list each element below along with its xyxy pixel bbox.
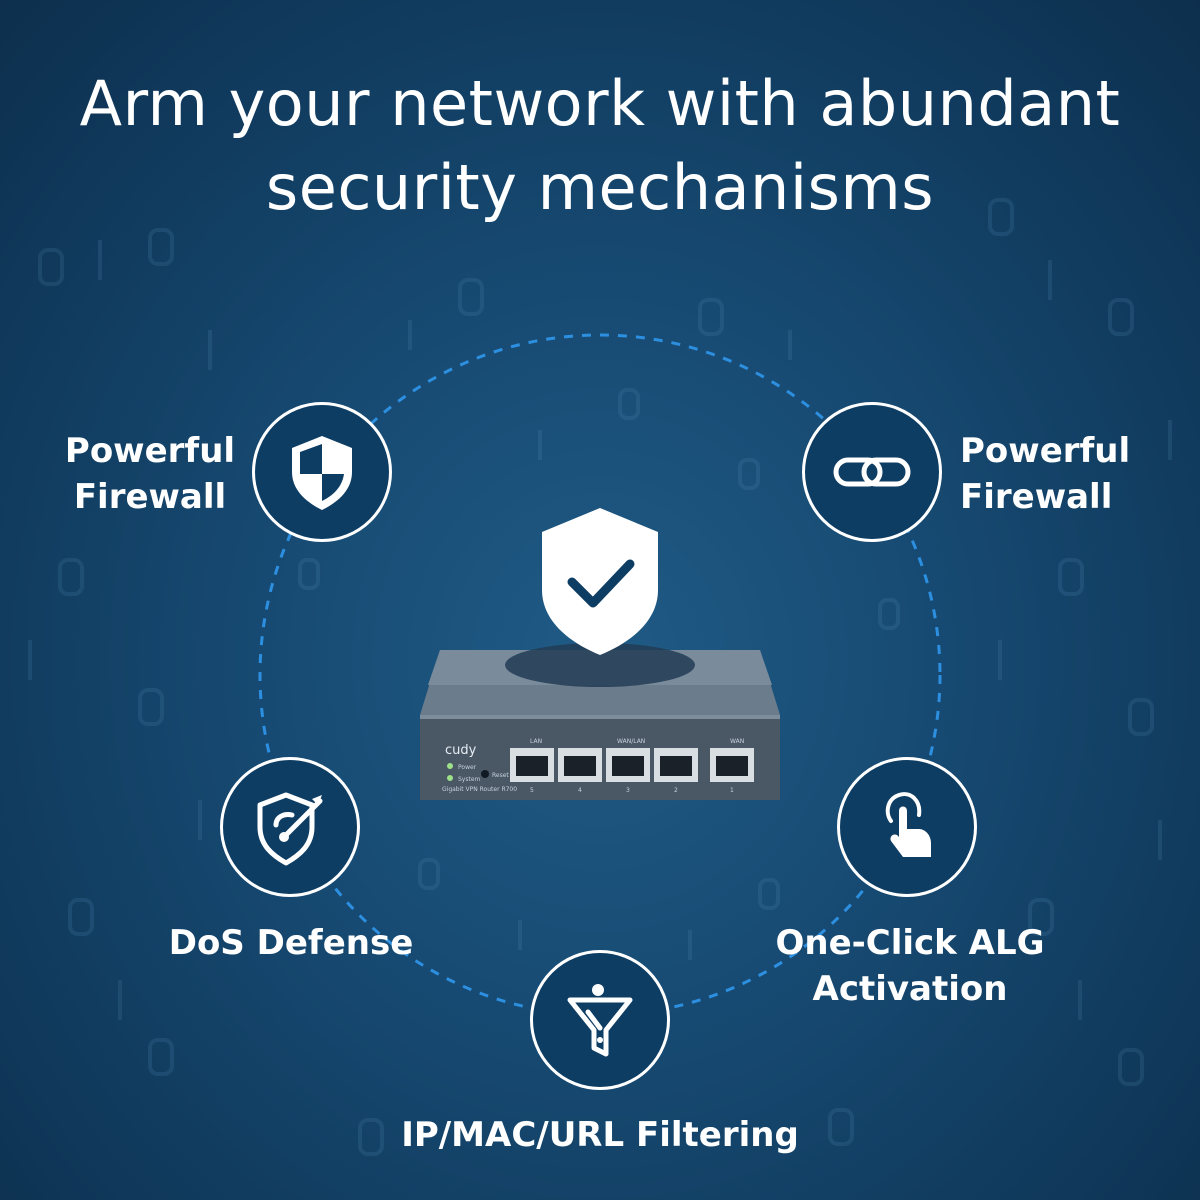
alg-feature-circle [837,757,977,897]
funnel-filter-icon [567,984,633,1057]
alg-label: One-Click ALG Activation [775,923,1045,1009]
shield-check-icon [542,508,658,655]
firewall-label-left: Powerful Firewall [64,431,236,517]
shield-half-icon [292,436,352,510]
port-number-1: 1 [730,787,734,794]
firewall-feature-circle [252,402,392,542]
headline-line-2: security mechanisms [265,151,935,224]
led-label-system: System [458,776,481,783]
port-number-2: 2 [674,787,678,794]
reset-label: Reset [492,772,509,779]
headline-line-1: Arm your network with abundant [79,67,1121,140]
router-graphic: cudy Power System Reset Gigabit VPN Rout… [420,508,780,800]
led-label-power: Power [458,764,477,771]
ethernet-ports [510,748,754,782]
chain-link-icon [833,457,911,487]
model-text: Gigabit VPN Router R700 [442,786,517,793]
shield-target-icon [257,792,323,866]
port-group-wan: WAN [730,738,744,745]
filtering-feature-circle [530,950,670,1090]
port-number-5: 5 [530,787,534,794]
dos-defense-feature-circle [220,757,360,897]
dos-defense-label: DoS Defense [168,923,414,963]
router-brand: cudy [445,743,477,758]
router-illustration: cudy Power System Reset Gigabit VPN Rout… [400,490,800,810]
port-group-lan: LAN [530,738,542,745]
filtering-label: IP/MAC/URL Filtering [401,1115,799,1155]
port-number-3: 3 [626,787,630,794]
port-number-4: 4 [578,787,582,794]
firewall-label-right: Powerful Firewall [960,431,1131,517]
headline: Arm your network with abundant security … [0,62,1200,230]
link-feature-circle [802,402,942,542]
hand-tap-icon [885,792,931,857]
port-group-wanlan: WAN/LAN [617,738,645,745]
